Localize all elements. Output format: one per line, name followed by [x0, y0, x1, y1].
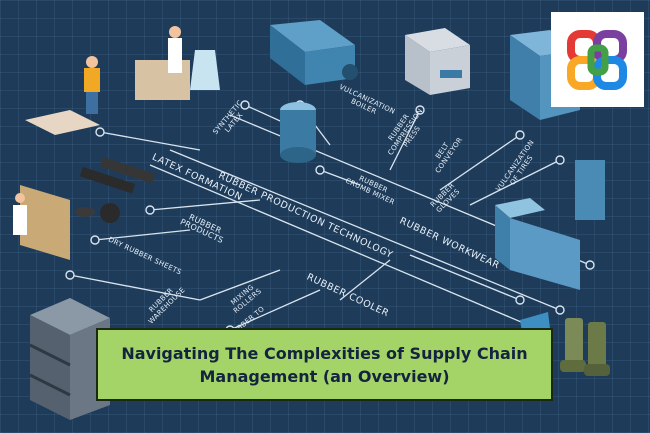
logo: [551, 12, 644, 107]
machine-compression-press: [405, 28, 470, 95]
machine-crumb-mixer: [280, 102, 316, 163]
machine-glove-line: [495, 160, 605, 290]
machine-boiler: [270, 20, 358, 85]
interlocking-rings-logo-icon: [567, 30, 627, 90]
drying-rack: [13, 185, 70, 260]
connector-nodes: [65, 100, 595, 335]
lab-scientist: [135, 26, 220, 100]
banner-title: Navigating The Complexities of Supply Ch…: [121, 343, 528, 386]
rubber-sheets: [75, 156, 156, 223]
worker-left: [25, 56, 100, 135]
title-banner: Navigating The Complexities of Supply Ch…: [96, 328, 553, 401]
